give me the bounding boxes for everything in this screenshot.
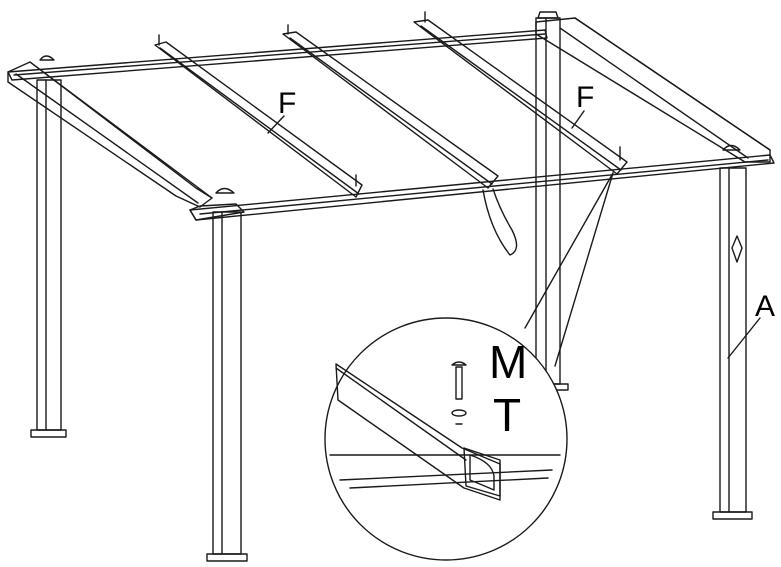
magnified-detail [324,317,568,561]
post-decoration [731,235,743,263]
rafter-2 [282,24,499,189]
post-back-left [30,79,67,438]
leader-a [727,317,761,359]
back-beam [7,29,548,81]
label-a: A [755,290,775,323]
washer-t-icon [451,409,467,417]
screw-m-icon [451,361,467,400]
front-beam [189,154,775,221]
callout-leaders [524,172,614,367]
leader-f-left [267,115,285,134]
label-f-left: F [278,87,296,120]
label-m: M [489,336,527,388]
rafter-1 [154,34,363,198]
post-front-left [206,211,248,562]
fabric-flap [482,188,518,256]
label-f-right: F [576,81,594,114]
post-front-right [712,167,753,520]
leader-f-right [571,110,585,129]
side-beam-left [7,55,235,208]
label-t: T [493,389,521,441]
rafter-3 [413,11,628,175]
post-back-right [528,11,569,391]
